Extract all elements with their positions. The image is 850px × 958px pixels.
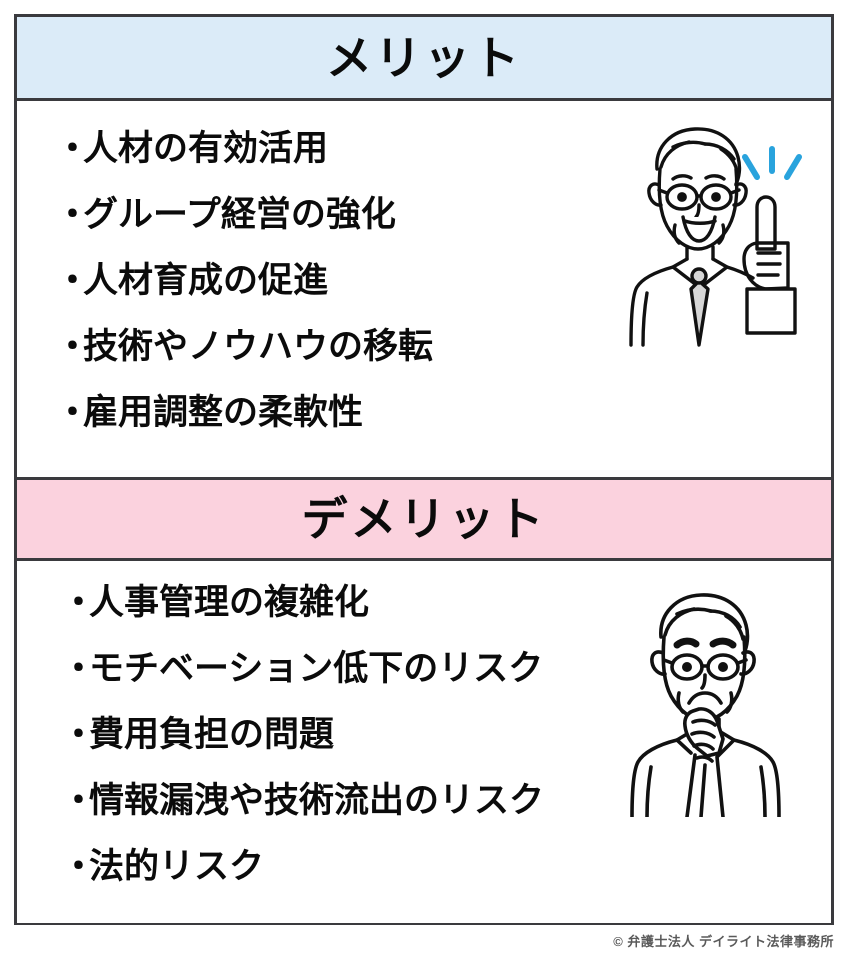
bullet-icon: ・ bbox=[55, 327, 91, 366]
list-item: ・ 法的リスク bbox=[61, 849, 831, 915]
list-item: ・ モチベーション低下のリスク bbox=[61, 651, 831, 717]
list-item-label: 人材の有効活用 bbox=[83, 129, 329, 168]
copyright-notice: © 弁護士法人 デイライト法律事務所 bbox=[613, 934, 834, 949]
list-item-label: 法的リスク bbox=[89, 847, 265, 886]
comparison-table: メリット bbox=[14, 14, 834, 925]
list-item: ・ グループ経営の強化 bbox=[55, 197, 831, 263]
list-item: ・ 人材の有効活用 bbox=[55, 131, 831, 197]
list-item: ・ 技術やノウハウの移転 bbox=[55, 329, 831, 395]
merit-header-band: メリット bbox=[17, 17, 831, 101]
list-item: ・ 人事管理の複雑化 bbox=[61, 585, 831, 651]
merit-list: ・ 人材の有効活用 ・ グループ経営の強化 ・ 人材育成の促進 ・ 技術やノウハ… bbox=[17, 101, 831, 461]
list-item-label: モチベーション低下のリスク bbox=[89, 649, 544, 688]
bullet-icon: ・ bbox=[61, 583, 97, 622]
demerit-body: ・ 人事管理の複雑化 ・ モチベーション低下のリスク ・ 費用負担の問題 ・ 情… bbox=[17, 561, 831, 923]
list-item-label: 人事管理の複雑化 bbox=[89, 583, 370, 622]
merit-body: ・ 人材の有効活用 ・ グループ経営の強化 ・ 人材育成の促進 ・ 技術やノウハ… bbox=[17, 101, 831, 477]
list-item: ・ 人材育成の促進 bbox=[55, 263, 831, 329]
bullet-icon: ・ bbox=[61, 847, 97, 886]
bullet-icon: ・ bbox=[55, 129, 91, 168]
list-item: ・ 雇用調整の柔軟性 bbox=[55, 395, 831, 461]
list-item-label: 技術やノウハウの移転 bbox=[83, 327, 434, 366]
list-item-label: 人材育成の促進 bbox=[83, 261, 329, 300]
list-item: ・ 情報漏洩や技術流出のリスク bbox=[61, 783, 831, 849]
list-item-label: グループ経営の強化 bbox=[83, 195, 396, 234]
demerit-list: ・ 人事管理の複雑化 ・ モチベーション低下のリスク ・ 費用負担の問題 ・ 情… bbox=[17, 561, 831, 915]
demerit-title: デメリット bbox=[301, 493, 547, 545]
bullet-icon: ・ bbox=[61, 649, 97, 688]
bullet-icon: ・ bbox=[55, 393, 91, 432]
bullet-icon: ・ bbox=[55, 195, 91, 234]
list-item-label: 雇用調整の柔軟性 bbox=[83, 393, 364, 432]
merit-title: メリット bbox=[326, 31, 522, 84]
list-item-label: 情報漏洩や技術流出のリスク bbox=[89, 781, 545, 820]
list-item-label: 費用負担の問題 bbox=[89, 715, 335, 754]
list-item: ・ 費用負担の問題 bbox=[61, 717, 831, 783]
bullet-icon: ・ bbox=[61, 715, 97, 754]
demerit-header-band: デメリット bbox=[17, 477, 831, 561]
bullet-icon: ・ bbox=[61, 781, 97, 820]
bullet-icon: ・ bbox=[55, 261, 91, 300]
